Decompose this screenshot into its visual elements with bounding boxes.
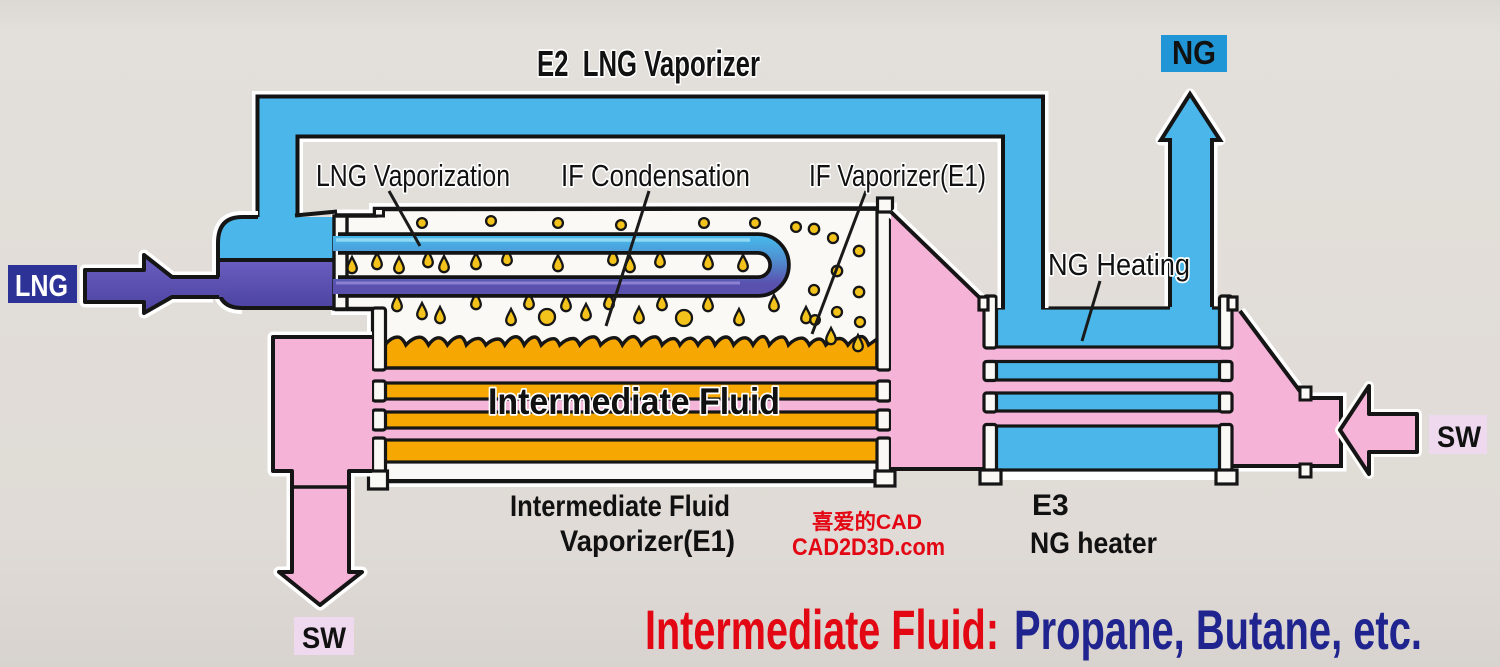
svg-text:Intermediate Fluid: Intermediate Fluid [488,381,780,422]
svg-text:Intermediate Fluid:: Intermediate Fluid: [645,598,999,661]
svg-text:Vaporizer(E1): Vaporizer(E1) [560,525,735,558]
svg-text:NG Heating: NG Heating [1048,247,1190,282]
svg-text:LNG: LNG [15,268,68,303]
svg-text:Intermediate Fluid: Intermediate Fluid [510,490,730,523]
svg-text:喜爱的CAD: 喜爱的CAD [812,510,922,534]
svg-text:E2 LNG Vaporizer: E2 LNG Vaporizer [537,43,760,84]
svg-text:LNG Vaporization: LNG Vaporization [316,158,510,193]
svg-text:SW: SW [302,622,347,655]
svg-text:IF Condensation: IF Condensation [561,158,750,193]
svg-text:NG: NG [1172,34,1216,71]
svg-text:IF Vaporizer(E1): IF Vaporizer(E1) [809,158,986,193]
svg-text:SW: SW [1437,421,1482,454]
svg-text:NG heater: NG heater [1030,527,1157,560]
svg-text:CAD2D3D.com: CAD2D3D.com [792,534,945,561]
svg-text:Propane, Butane, etc.: Propane, Butane, etc. [1014,598,1422,661]
svg-text:E3: E3 [1032,489,1069,522]
